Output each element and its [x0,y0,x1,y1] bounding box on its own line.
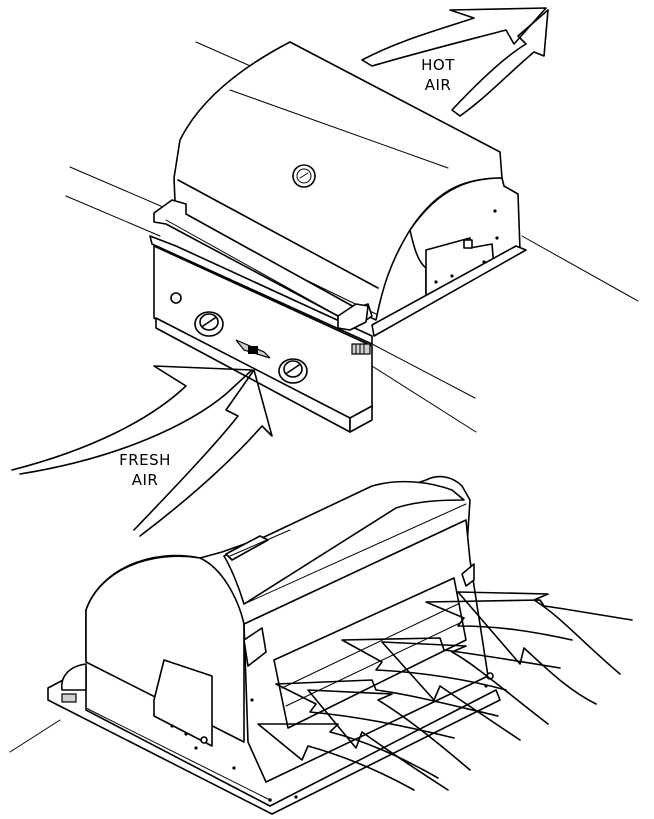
control-knob-left-icon [194,311,224,337]
grill-hood [173,41,503,321]
counter-lip [371,245,527,337]
hot-air-arrows [361,7,549,117]
rear-view-grill [9,475,501,815]
ignition-button-icon [170,292,182,304]
handle-end-right [337,303,369,331]
rear-hood [61,475,471,747]
hot-air-label-line1: HOT [421,56,455,74]
temperature-gauge-dial [296,168,312,184]
rear-airflow-arrows [257,591,633,791]
hood-handle [153,199,373,331]
counter-outline-lines [65,41,639,433]
control-panel [149,235,373,433]
fresh-air-label-line1: FRESH [119,451,171,469]
hood-side-panel [409,177,521,305]
counter-line-left [9,719,61,753]
hot-air-label-line2: AIR [424,76,452,94]
front-view-grill [65,41,639,433]
fresh-air-arrows [11,365,273,537]
side-burner-cap [351,343,371,355]
fresh-air-label-line2: AIR [131,471,159,489]
control-knob-right-icon [278,358,308,384]
hot-air-label: HOT AIR [398,55,478,95]
fresh-air-label: FRESH AIR [100,450,190,490]
